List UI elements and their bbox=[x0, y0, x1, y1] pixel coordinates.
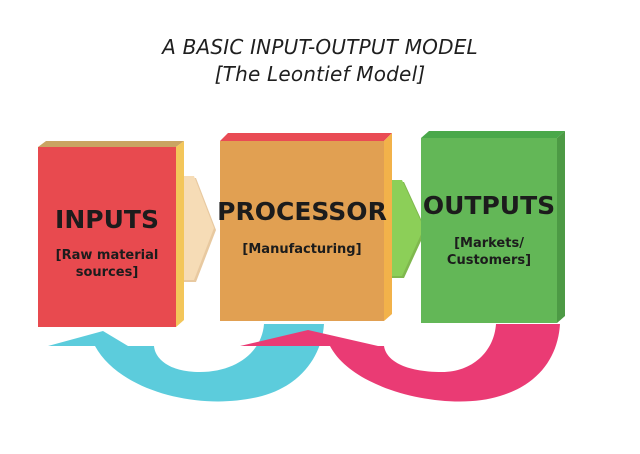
inputs-sub-line2: sources] bbox=[76, 265, 139, 280]
diagram-subtitle: [The Leontief Model] bbox=[214, 62, 426, 86]
inputs-sub-line1: [Raw material bbox=[56, 248, 159, 263]
outputs-sub-line2: Customers] bbox=[447, 253, 531, 268]
processor-label: PROCESSOR bbox=[217, 197, 387, 226]
arrow-processor-to-outputs bbox=[382, 180, 426, 278]
diagram-title: A BASIC INPUT-OUTPUT MODEL bbox=[162, 35, 478, 59]
outputs-sub-line1: [Markets/ bbox=[454, 236, 524, 251]
outputs-label: OUTPUTS bbox=[423, 191, 555, 220]
processor-sub-line1: [Manufacturing] bbox=[242, 242, 361, 257]
processor-box: PROCESSOR [Manufacturing] bbox=[217, 133, 392, 321]
outputs-box: OUTPUTS [Markets/ Customers] bbox=[421, 131, 565, 323]
feedback-arrow-outputs-to-processor bbox=[240, 324, 560, 402]
inputs-label: INPUTS bbox=[55, 205, 159, 234]
feedback-arrow-processor-to-inputs bbox=[48, 324, 324, 402]
inputs-box: INPUTS [Raw material sources] bbox=[38, 141, 184, 327]
